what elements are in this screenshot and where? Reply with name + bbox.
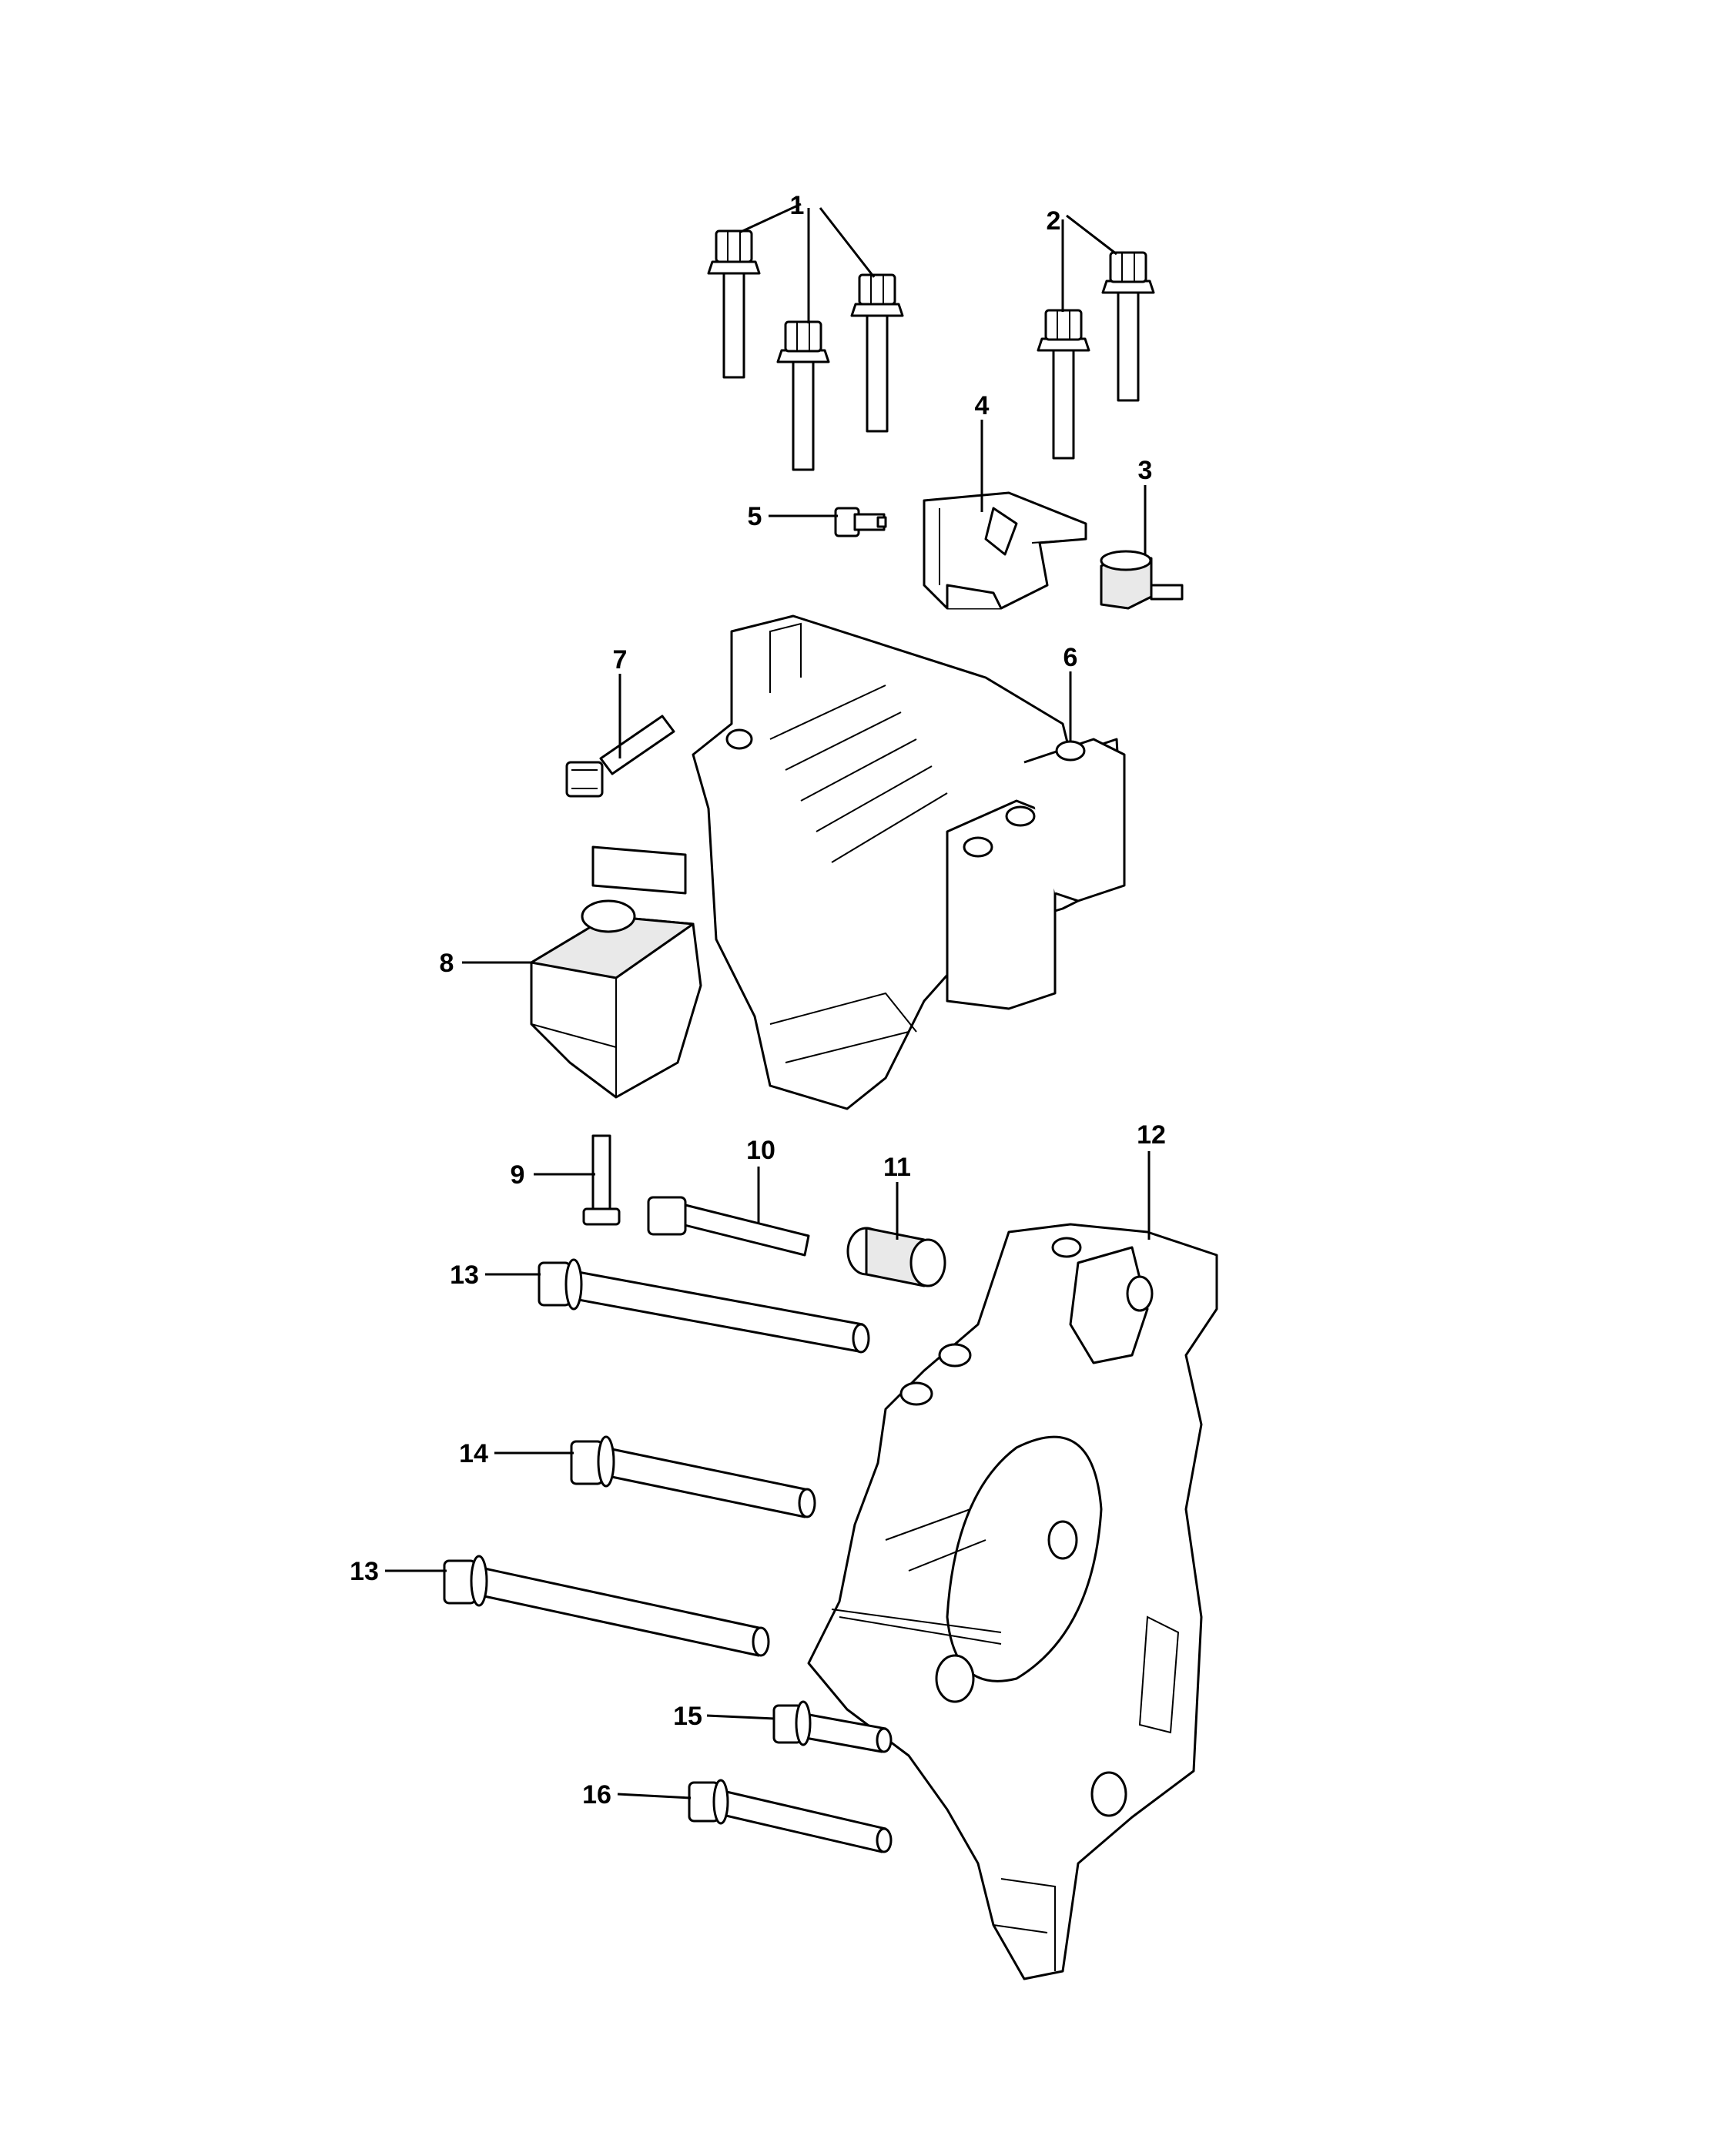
- callout-1: 1: [790, 191, 805, 220]
- callout-10: 10: [746, 1136, 775, 1165]
- callout-6: 6: [1063, 643, 1078, 672]
- leader-15: [706, 1714, 775, 1720]
- callout-labels: 1 2 3 4 5 6 7 8 9 10 11 12 13 14 13 15 1…: [350, 191, 1166, 1810]
- part-15-bolt: [772, 1700, 893, 1753]
- callout-11: 11: [883, 1153, 911, 1182]
- part-2-bolts: [1037, 251, 1155, 460]
- leader-16: [617, 1793, 692, 1799]
- part-5-stud: [834, 507, 887, 537]
- callout-15: 15: [673, 1702, 702, 1731]
- bolt-1a: [707, 229, 761, 379]
- callout-8: 8: [440, 949, 454, 978]
- part-8-cover: [530, 845, 702, 1099]
- callout-7: 7: [613, 645, 628, 675]
- leader-1: [739, 203, 876, 323]
- callout-13-upper: 13: [450, 1260, 479, 1290]
- part-3-bumper: [1100, 550, 1184, 610]
- bolt-2a: [1037, 309, 1090, 460]
- callout-12: 12: [1137, 1120, 1166, 1150]
- part-6-engine-mount: [692, 614, 1126, 1110]
- callout-13-lower: 13: [350, 1557, 379, 1586]
- callout-3: 3: [1138, 456, 1153, 485]
- bolt-2b: [1101, 251, 1155, 402]
- part-13-upper-bolt: [538, 1258, 870, 1354]
- part-7-bolt: [565, 715, 675, 798]
- part-14-bolt: [570, 1435, 816, 1518]
- part-4-bracket: [923, 491, 1087, 610]
- part-11-bushing: [846, 1227, 946, 1287]
- callout-4: 4: [975, 391, 990, 420]
- callout-9: 9: [511, 1160, 525, 1190]
- callout-5: 5: [748, 502, 762, 531]
- callout-2: 2: [1047, 206, 1061, 236]
- bolt-1b: [776, 320, 830, 471]
- part-9-bolt: [582, 1134, 621, 1226]
- part-12-bracket: [807, 1223, 1218, 1980]
- callout-14: 14: [459, 1439, 488, 1468]
- part-1-bolts: [707, 229, 904, 471]
- bolt-1c: [850, 273, 904, 433]
- part-10-bolt: [647, 1196, 810, 1257]
- leader-2: [1061, 214, 1117, 312]
- part-13-lower-bolt: [443, 1555, 770, 1657]
- callout-16: 16: [582, 1780, 611, 1810]
- leader-lines: [385, 203, 1151, 1799]
- part-16-bolt: [688, 1779, 893, 1853]
